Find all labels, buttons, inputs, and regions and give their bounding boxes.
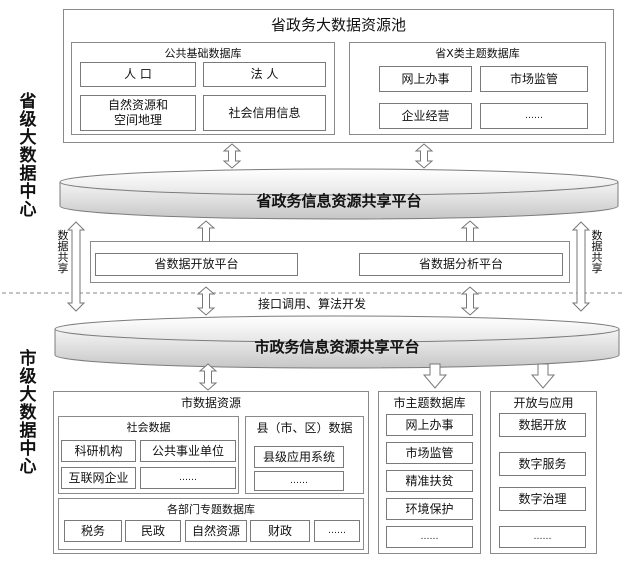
apps-more-box: …… (499, 526, 586, 548)
social-more-box: …… (140, 467, 236, 489)
down-arrow-apps (530, 363, 556, 389)
province-char: 级 (19, 110, 37, 130)
dbl-arrow-city-resources (198, 363, 218, 391)
environment-protection-box: 环境保护 (386, 498, 473, 520)
share-char: 共 (591, 251, 603, 264)
dbl-arrow-public-db (222, 143, 242, 169)
internet-companies-box: 互联网企业 (61, 467, 136, 489)
dbl-arrow-interface-right (460, 286, 480, 316)
share-arrow-left (66, 221, 86, 312)
data-share-right-label: 数 据 共 享 (590, 230, 604, 274)
province-char: 中 (19, 182, 37, 202)
city-platform-cylinder (54, 315, 620, 369)
city-char: 心 (19, 457, 37, 477)
social-data-title: 社会数据 (126, 421, 171, 434)
share-arrow-right (571, 221, 591, 312)
share-char: 据 (591, 240, 603, 253)
share-char: 据 (57, 240, 69, 253)
public-utilities-box: 公共事业单位 (140, 440, 236, 462)
province-platform-cylinder (59, 168, 619, 220)
down-arrow-topic (422, 363, 448, 389)
finance-box: 财政 (250, 520, 310, 542)
province-char: 数 (19, 146, 37, 166)
share-char: 数 (591, 229, 603, 242)
county-data-title: 县（市、区）数据 (256, 421, 353, 435)
digital-governance-box: 数字治理 (499, 487, 586, 511)
interface-label: 接口调用、算法开发 (257, 297, 366, 311)
research-institutions-box: 科研机构 (61, 440, 136, 462)
city-resources-title: 市数据资源 (180, 396, 241, 410)
data-share-left-label: 数 据 共 享 (56, 230, 70, 274)
county-more-box: …… (254, 471, 344, 491)
open-and-apply-title: 开放与应用 (513, 396, 574, 410)
digital-service-box: 数字服务 (499, 452, 586, 476)
data-open-box: 数据开放 (499, 413, 586, 437)
city-char: 中 (19, 439, 37, 459)
province-topic-more-box: …… (480, 103, 588, 129)
social-credit-box: 社会信用信息 (203, 95, 326, 131)
city-topic-more-box: …… (386, 526, 473, 548)
province-center-label: 省 级 大 数 据 中 心 (18, 93, 38, 219)
province-char: 据 (19, 164, 37, 184)
tax-box: 税务 (64, 520, 122, 542)
share-char: 享 (591, 262, 603, 275)
dept-topic-db-title: 各部门专题数据库 (167, 503, 255, 516)
poverty-alleviation-box: 精准扶贫 (386, 470, 473, 492)
share-char: 享 (57, 262, 69, 275)
province-open-platform: 省数据开放平台 (95, 253, 298, 276)
legal-person-box: 法 人 (203, 62, 326, 87)
online-service-box: 网上办事 (379, 66, 472, 92)
share-char: 数 (57, 229, 69, 242)
city-char: 级 (19, 367, 37, 387)
city-online-service-box: 网上办事 (386, 414, 473, 436)
natural-resources-box: 自然资源和 空间地理 (80, 95, 196, 131)
province-char: 省 (19, 92, 37, 112)
province-char: 大 (19, 128, 37, 148)
city-char: 据 (19, 421, 37, 441)
market-supervision-box: 市场监管 (480, 66, 588, 92)
dept-natural-resources-box: 自然资源 (185, 520, 247, 542)
dbl-arrow-interface-left (196, 286, 216, 316)
enterprise-operation-box: 企业经营 (379, 103, 472, 129)
city-char: 数 (19, 403, 37, 423)
public-basic-db-title: 公共基础数据库 (164, 47, 242, 60)
city-char: 大 (19, 385, 37, 405)
dbl-arrow-topic-db (414, 143, 434, 169)
province-platform-label: 省政务信息资源共享平台 (256, 191, 422, 210)
dept-more-box: …… (314, 520, 360, 542)
city-center-label: 市 级 大 数 据 中 心 (18, 350, 38, 476)
province-char: 心 (19, 200, 37, 220)
population-box: 人 口 (80, 62, 196, 87)
county-app-system-box: 县级应用系统 (254, 446, 344, 468)
province-topic-db-title: 省X类主题数据库 (435, 47, 520, 60)
city-topic-db-title: 市主题数据库 (393, 396, 466, 410)
province-pool-title: 省政务大数据资源池 (270, 16, 406, 34)
city-platform-label: 市政务信息资源共享平台 (254, 337, 420, 356)
city-char: 市 (19, 349, 37, 369)
share-char: 共 (57, 251, 69, 264)
province-analysis-platform: 省数据分析平台 (359, 253, 563, 276)
city-market-supervision-box: 市场监管 (386, 442, 473, 464)
civil-affairs-box: 民政 (125, 520, 181, 542)
